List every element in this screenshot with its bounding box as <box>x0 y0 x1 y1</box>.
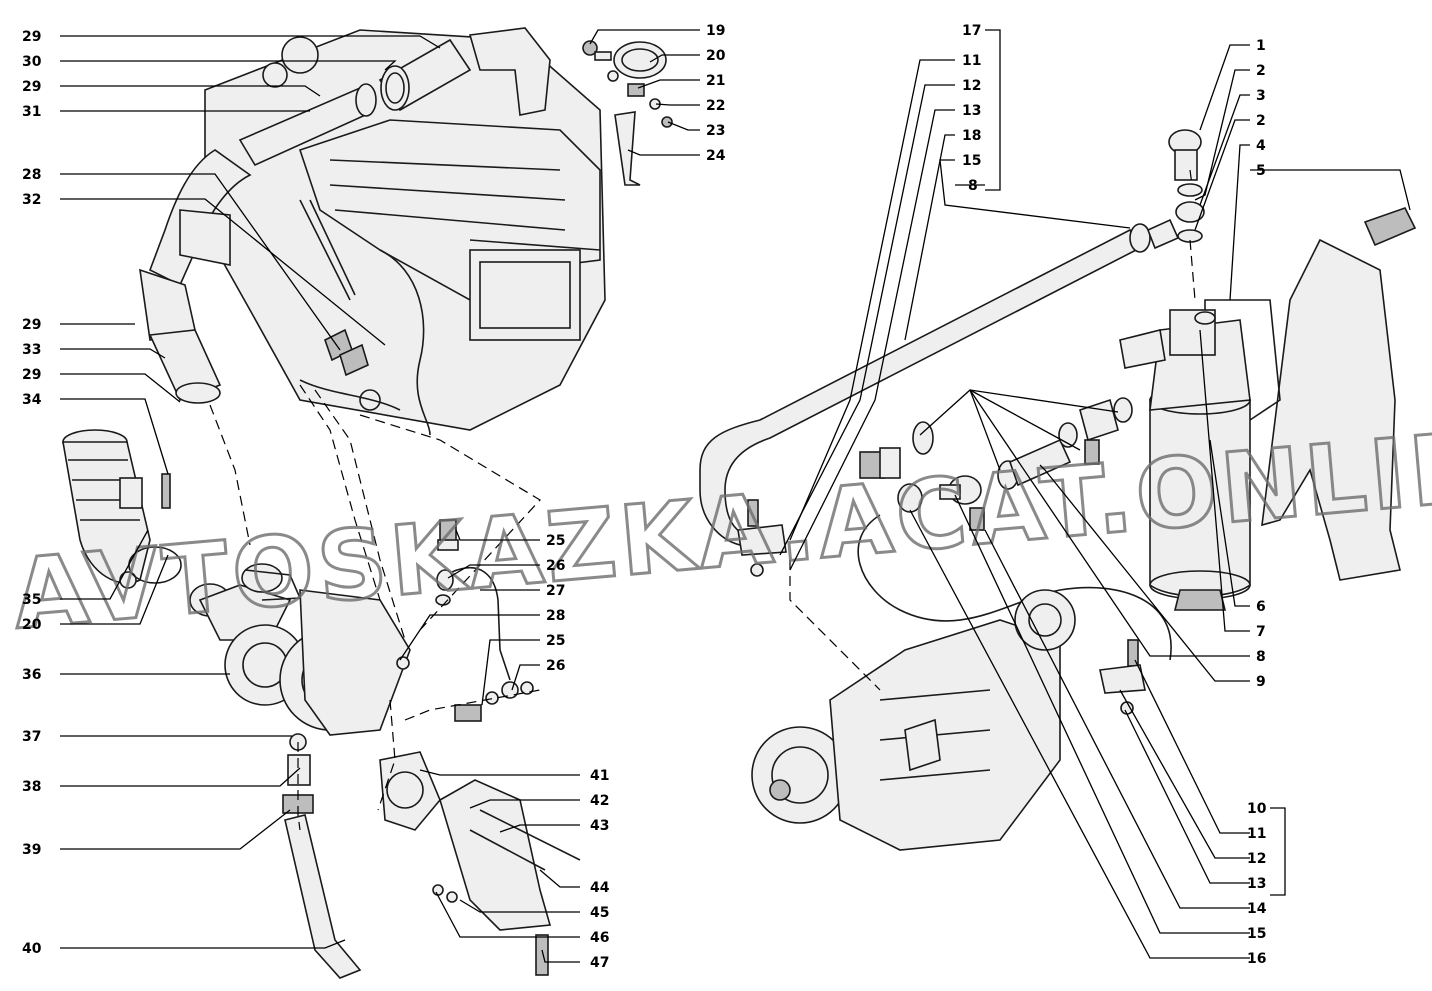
assembly-guides-right <box>789 169 1196 691</box>
fuel-filter <box>1119 129 1251 611</box>
callout-46: 46 <box>590 930 609 946</box>
callout-11: 11 <box>1247 826 1266 842</box>
leader-lines <box>60 29 1411 963</box>
fuel-return-tube <box>699 218 1180 546</box>
callout-22: 22 <box>706 98 725 114</box>
callout-26: 26 <box>546 558 565 574</box>
callout-31: 31 <box>22 104 41 120</box>
callout-39: 39 <box>22 842 41 858</box>
callout-3: 3 <box>1256 88 1266 104</box>
callout-24: 24 <box>706 148 726 164</box>
callout-47: 47 <box>590 955 609 971</box>
intake-hose <box>62 429 182 589</box>
callout-13: 13 <box>1247 876 1266 892</box>
callout-23: 23 <box>706 123 725 139</box>
callout-2: 2 <box>1256 113 1266 129</box>
callout-29: 29 <box>22 29 41 45</box>
fuel-hoses <box>737 397 1172 715</box>
callout-20: 20 <box>22 617 42 633</box>
callout-15: 15 <box>962 153 981 169</box>
callout-21: 21 <box>706 73 725 89</box>
callout-17: 17 <box>962 23 981 39</box>
callout-11: 11 <box>962 53 981 69</box>
callout-29: 29 <box>22 317 41 333</box>
callout-14: 14 <box>1247 901 1267 917</box>
turbocharger <box>189 563 411 736</box>
callout-41: 41 <box>590 768 609 784</box>
callout-42: 42 <box>590 793 609 809</box>
callout-7: 7 <box>1256 624 1266 640</box>
callout-1: 1 <box>1256 38 1266 54</box>
callout-35: 35 <box>22 592 41 608</box>
callout-20: 20 <box>706 48 726 64</box>
callout-10: 10 <box>1247 801 1267 817</box>
callout-36: 36 <box>22 667 41 683</box>
callout-8: 8 <box>1256 649 1266 665</box>
callout-26: 26 <box>546 658 565 674</box>
callout-15: 15 <box>1247 926 1266 942</box>
callout-2: 2 <box>1256 63 1266 79</box>
oil-lines <box>282 519 534 979</box>
fuel-injection-pump <box>751 589 1076 851</box>
callout-40: 40 <box>22 941 42 957</box>
callout-13: 13 <box>962 103 981 119</box>
callout-4: 4 <box>1256 138 1266 154</box>
callout-labels: 29 30 29 31 28 32 29 33 29 34 35 20 36 3… <box>22 23 1267 971</box>
callout-44: 44 <box>590 880 610 896</box>
callout-5: 5 <box>1256 163 1266 179</box>
callout-18: 18 <box>962 128 981 144</box>
callout-38: 38 <box>22 779 41 795</box>
callout-8: 8 <box>968 178 978 194</box>
callout-12: 12 <box>1247 851 1266 867</box>
callout-29: 29 <box>22 367 41 383</box>
callout-45: 45 <box>590 905 609 921</box>
callout-28: 28 <box>546 608 565 624</box>
callout-25: 25 <box>546 633 565 649</box>
callout-43: 43 <box>590 818 609 834</box>
callout-30: 30 <box>22 54 42 70</box>
callout-33: 33 <box>22 342 41 358</box>
clamp-bracket <box>582 40 673 186</box>
callout-19: 19 <box>706 23 725 39</box>
callout-9: 9 <box>1256 674 1266 690</box>
callout-16: 16 <box>1247 951 1266 967</box>
callout-34: 34 <box>22 392 42 408</box>
callout-27: 27 <box>546 583 565 599</box>
callout-28: 28 <box>22 167 41 183</box>
callout-25: 25 <box>546 533 565 549</box>
callout-12: 12 <box>962 78 981 94</box>
callout-37: 37 <box>22 729 41 745</box>
callout-6: 6 <box>1256 599 1266 615</box>
exhaust-manifold <box>379 751 581 976</box>
callout-29: 29 <box>22 79 41 95</box>
fuel-filter-bracket <box>1204 207 1417 581</box>
callout-32: 32 <box>22 192 41 208</box>
